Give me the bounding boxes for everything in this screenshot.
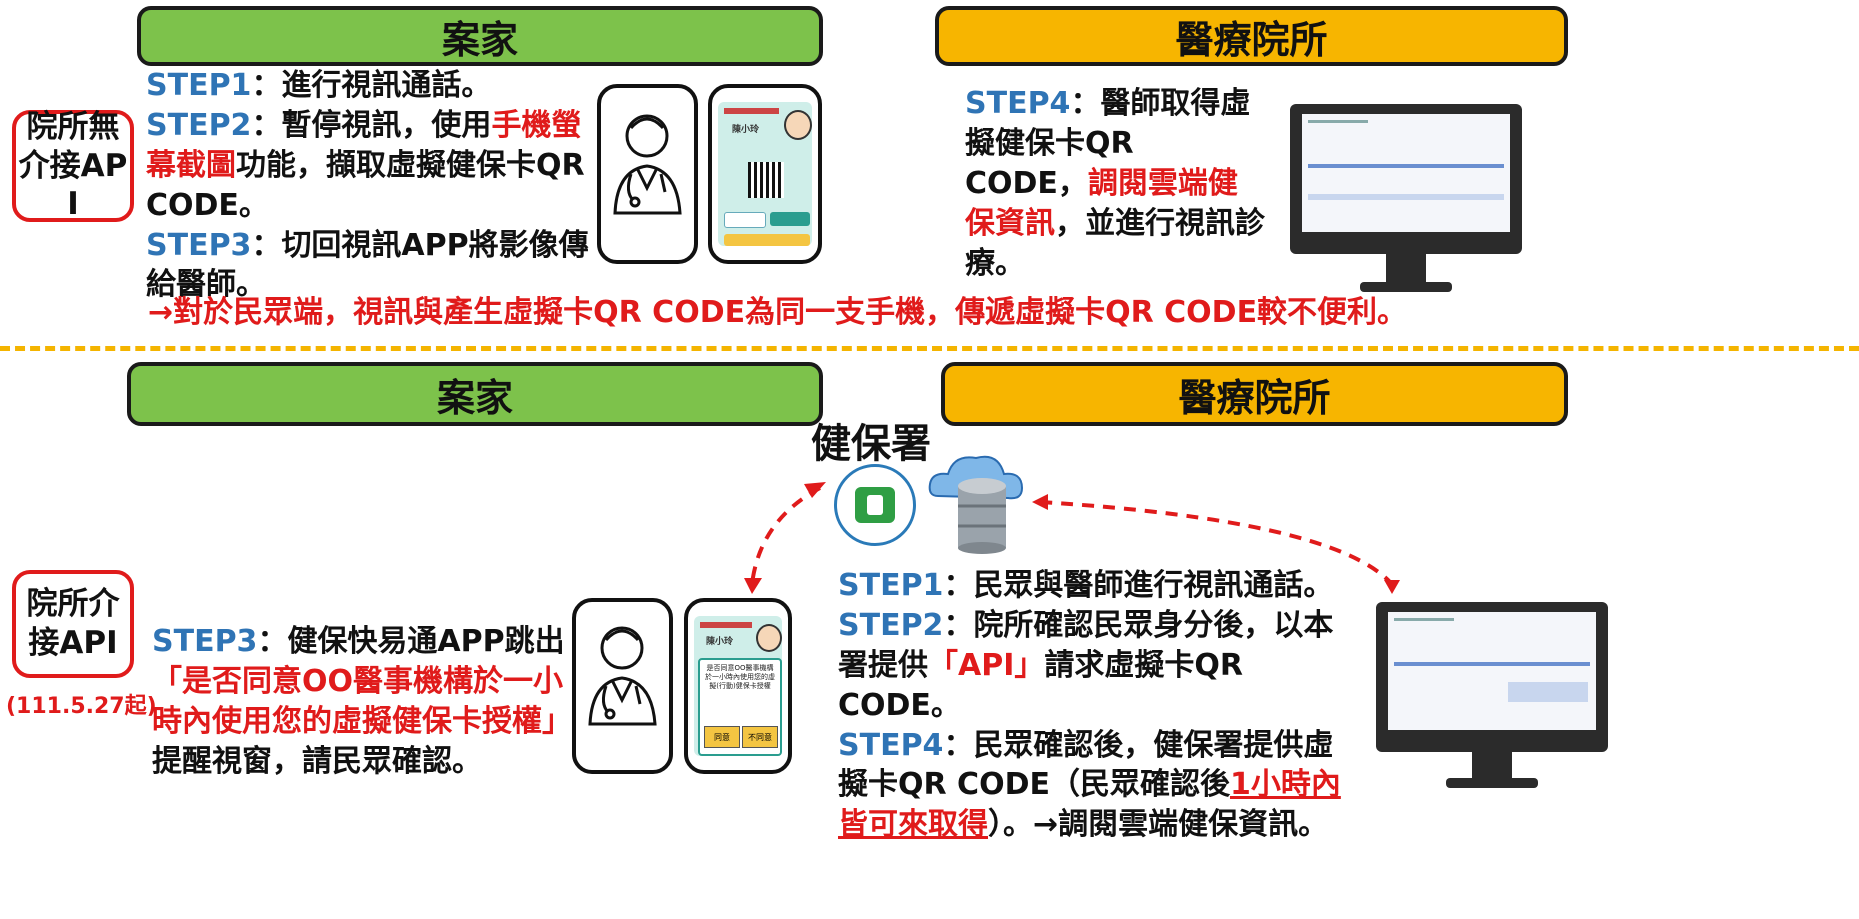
cloud-database-icon [928, 455, 1024, 554]
patient-header-bottom: 案家 [127, 362, 823, 426]
arrowhead-phone [744, 578, 762, 594]
top-step1: STEP1：進行視訊通話。 [146, 68, 492, 103]
mode-label-no-api: 院所無介接API [12, 109, 134, 222]
avatar-icon [756, 624, 782, 652]
arrowhead-nhi [804, 482, 826, 498]
doctor-icon [588, 626, 657, 726]
agree-button[interactable]: 同意 [704, 726, 740, 748]
card-button-right [770, 212, 810, 226]
bottom-step3: STEP3：健保快易通APP跳出「是否同意OO醫事機構於一小時內使用您的虛擬健保… [152, 624, 572, 779]
card-name: 陳小玲 [732, 125, 760, 135]
top-step4: STEP4：醫師取得虛擬健保卡QR CODE，調閱雲端健保資訊，並進行視訊診療。 [965, 86, 1265, 281]
bottom-step4: STEP4：民眾確認後，健保署提供虛擬卡QR CODE（民眾確認後1小時內皆可來… [838, 727, 1341, 843]
nhi-card-phone-top: 陳小玲 [708, 84, 822, 264]
card-button-left [724, 212, 766, 228]
clinic-header-top: 醫療院所 [935, 6, 1568, 66]
nhi-logo-icon [834, 464, 916, 546]
bottom-step1: STEP1：民眾與醫師進行視訊通話。 [838, 568, 1334, 603]
monitor-icon-bottom [1376, 602, 1608, 788]
patient-header-top: 案家 [137, 6, 823, 66]
avatar-icon [784, 110, 812, 140]
card-name: 陳小玲 [706, 637, 734, 647]
doctor-phone-bottom [572, 598, 673, 774]
top-step2: STEP2：暫停視訊，使用手機螢幕截圖功能，擷取虛擬健保卡QR CODE。 [146, 107, 585, 223]
section-divider [0, 346, 1859, 351]
mode-date: (111.5.27起) [6, 694, 157, 719]
nhi-card-phone-bottom: 陳小玲 是否同意OO醫事機構於一小時內使用您的虛擬(行動)健保卡授權 同意 不同… [684, 598, 792, 774]
top-note: →對於民眾端，視訊與產生虛擬卡QR CODE為同一支手機，傳遞虛擬卡QR COD… [148, 295, 1408, 330]
top-step3: STEP3：切回視訊APP將影像傳給醫師。 [146, 227, 589, 303]
monitor-icon-top [1290, 104, 1522, 292]
mode-label-api: 院所介接API [12, 570, 134, 678]
clinic-header-bottom: 醫療院所 [941, 362, 1568, 426]
qr-code-icon [748, 162, 784, 198]
consent-popup: 是否同意OO醫事機構於一小時內使用您的虛擬(行動)健保卡授權 同意 不同意 [698, 658, 782, 756]
arrow-nhi-to-clinic [1039, 500, 1392, 584]
bottom-clinic-steps: STEP1：民眾與醫師進行視訊通話。 STEP2：院所確認民眾身分後，以本署提供… [838, 566, 1350, 845]
doctor-icon [613, 114, 682, 215]
arrowhead-cloud [1032, 494, 1048, 510]
card-button-bottom [724, 234, 810, 246]
disagree-button[interactable]: 不同意 [742, 726, 778, 748]
popup-text: 是否同意OO醫事機構於一小時內使用您的虛擬(行動)健保卡授權 [705, 664, 775, 691]
top-steps-text: STEP1：進行視訊通話。 STEP2：暫停視訊，使用手機螢幕截圖功能，擷取虛擬… [146, 66, 592, 305]
nhi-label: 健保署 [811, 421, 931, 467]
bottom-step2: STEP2：院所確認民眾身分後，以本署提供「API」請求虛擬卡QR CODE。 [838, 607, 1334, 723]
doctor-phone-top [597, 84, 698, 264]
arrow-nhi-to-phone [750, 486, 821, 585]
arrowhead-clinic [1384, 580, 1400, 594]
